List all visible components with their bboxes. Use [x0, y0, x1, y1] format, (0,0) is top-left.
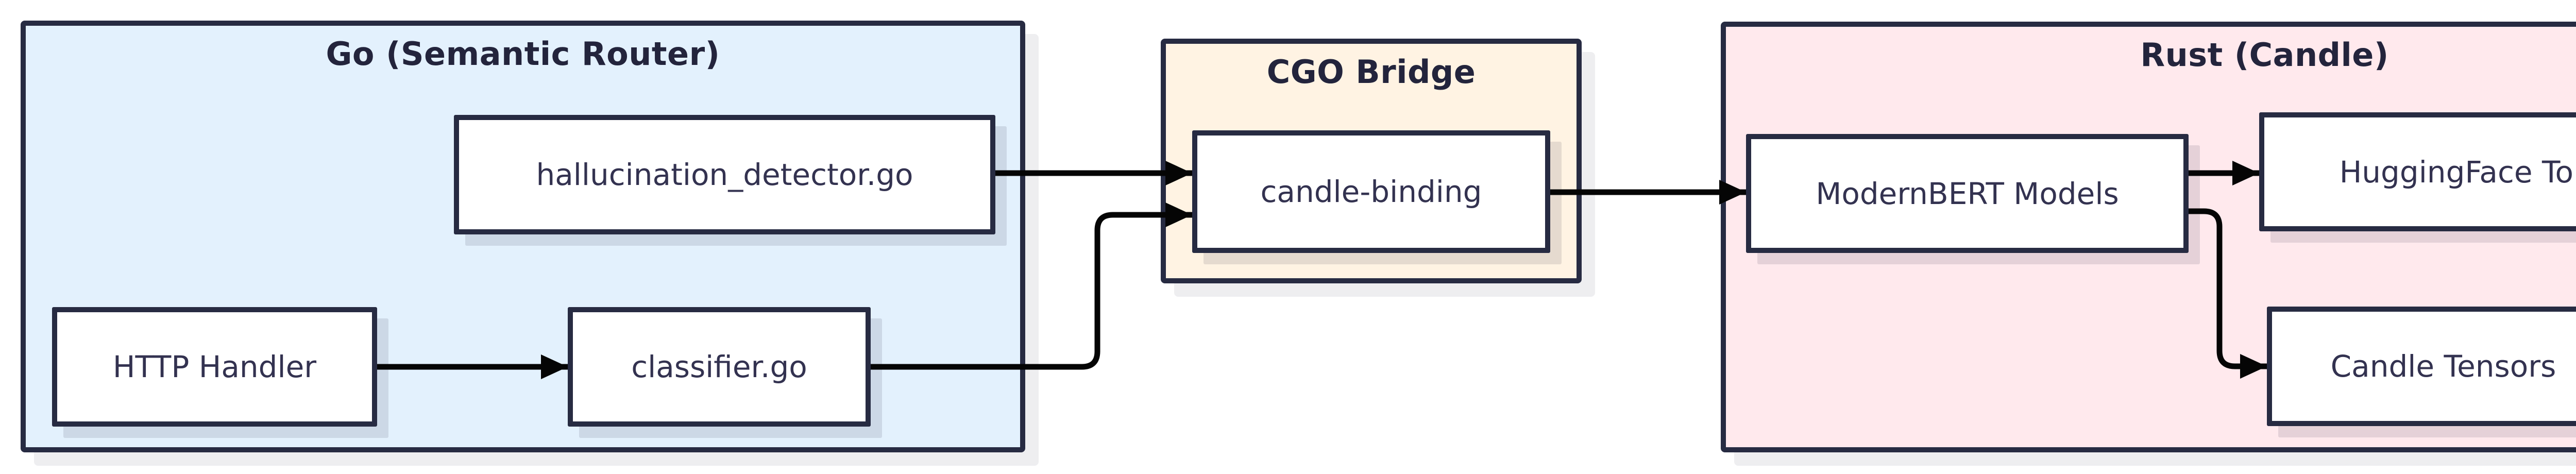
node-huggingface-tokenizers: HuggingFace Tokenizers	[2259, 112, 2576, 231]
container-title-go: Go (Semantic Router)	[326, 35, 720, 73]
container-title-cgo-bridge: CGO Bridge	[1266, 53, 1476, 91]
container-title-rust-candle: Rust (Candle)	[2140, 36, 2389, 74]
node-classifier: classifier.go	[568, 307, 871, 427]
node-http-handler: HTTP Handler	[52, 307, 377, 427]
node-candle-tensors: Candle Tensors	[2267, 307, 2576, 426]
node-modernbert-models: ModernBERT Models	[1746, 134, 2189, 253]
node-hallucination-detector: hallucination_detector.go	[454, 115, 995, 234]
node-candle-binding: candle-binding	[1192, 130, 1550, 253]
